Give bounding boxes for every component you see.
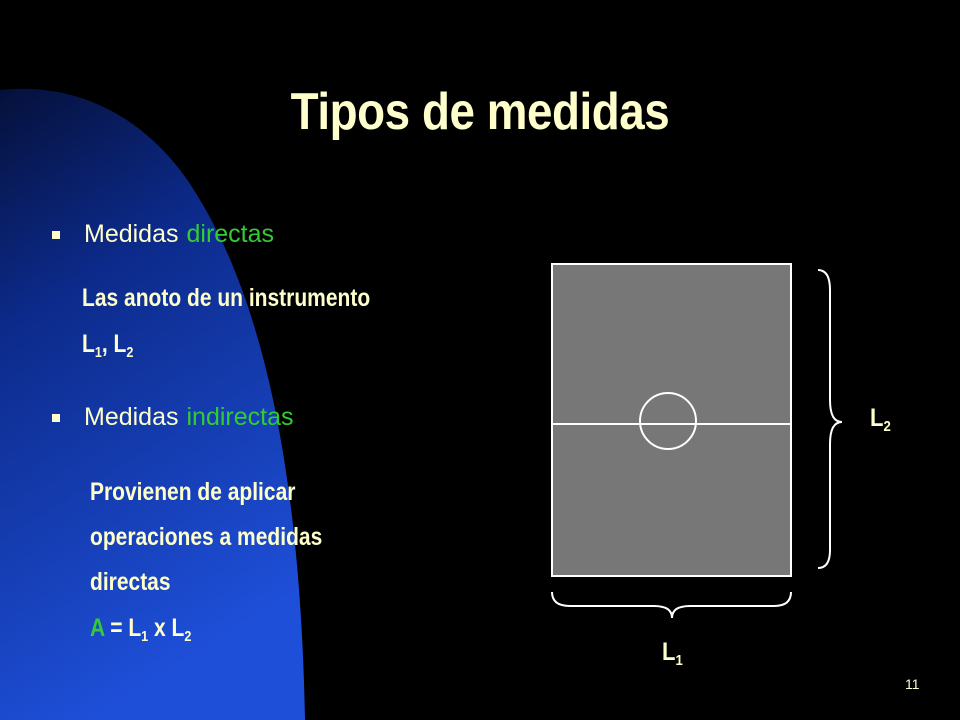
field-rectangle (551, 263, 792, 577)
bullet-indirect-emphasis: indirectas (186, 403, 294, 431)
area-formula: A = L1 x L2 (90, 614, 192, 645)
indirect-description-line3: directas (90, 568, 171, 596)
label-l1: L1 (662, 638, 683, 669)
indirect-description-line2: operaciones a medidas (90, 523, 323, 551)
height-brace (817, 269, 843, 569)
bullet-direct: Medidas directas (52, 220, 274, 249)
bullet-direct-prefix: Medidas (84, 220, 179, 248)
direct-examples: L1, L2 (82, 330, 134, 361)
direct-description: Las anoto de un instrumento (82, 284, 371, 312)
width-brace (551, 591, 792, 619)
page-number: 11 (905, 676, 920, 692)
label-l2: L2 (870, 404, 891, 435)
page-title: Tipos de medidas (290, 83, 670, 141)
bullet-direct-emphasis: directas (186, 220, 275, 248)
bullet-marker (52, 230, 60, 239)
bullet-indirect-prefix: Medidas (84, 403, 179, 431)
indirect-description-line1: Provienen de aplicar (90, 478, 296, 506)
field-center-circle (639, 392, 697, 450)
bullet-marker (52, 413, 60, 422)
bullet-indirect: Medidas indirectas (52, 403, 294, 432)
